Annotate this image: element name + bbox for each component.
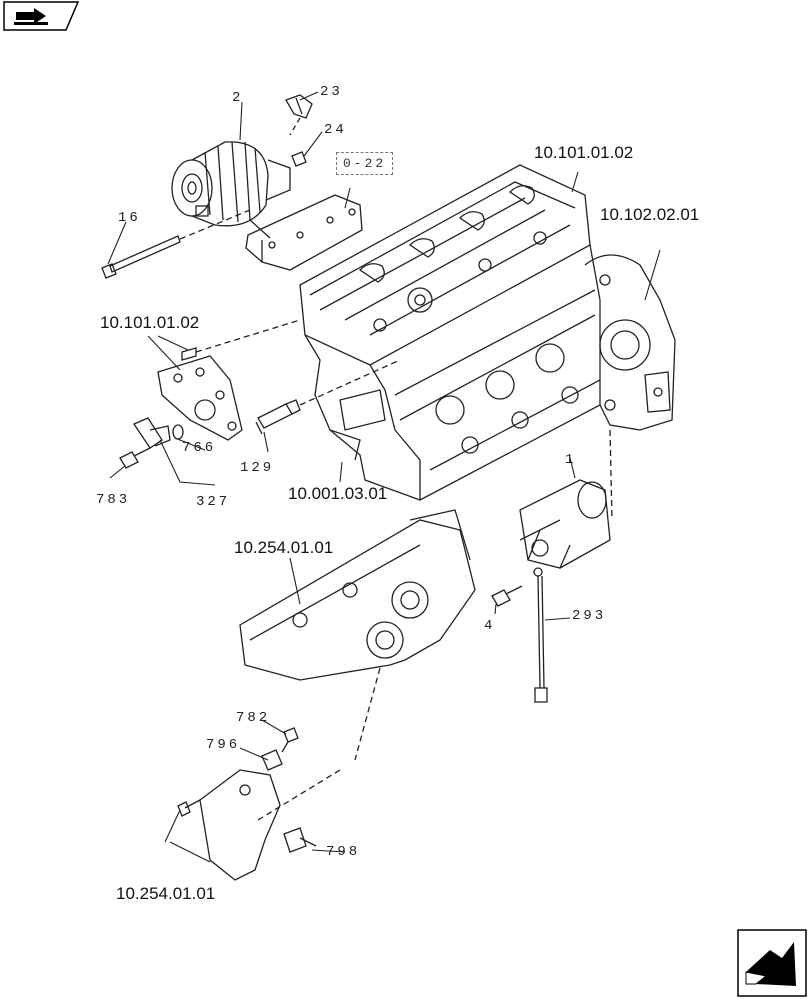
engine-block-drawing	[299, 164, 676, 501]
part-23: 23	[320, 84, 343, 100]
label-sub-left[interactable]: 10.101.01.02	[100, 313, 200, 332]
label-sub-bottom[interactable]: 10.254.01.01	[116, 884, 216, 903]
starter-motor-drawing	[519, 429, 613, 569]
book-arrow-icon[interactable]	[3, 1, 80, 31]
part-796: 796	[206, 737, 241, 753]
part-24: 24	[324, 122, 347, 138]
starter-bolt-cable-drawing	[491, 567, 548, 703]
sensor-129-drawing	[255, 359, 401, 435]
part-327: 327	[196, 494, 231, 510]
label-sub-right[interactable]: 10.102.02.01	[600, 205, 700, 224]
part-16: 16	[118, 210, 141, 226]
label-sub-block[interactable]: 10.001.03.01	[288, 484, 388, 503]
part-4: 4	[484, 618, 496, 634]
part-129: 129	[240, 460, 275, 476]
manifold-drawing	[239, 509, 476, 761]
part-293: 293	[572, 608, 607, 624]
part-798: 798	[326, 844, 361, 860]
part-783: 783	[96, 492, 131, 508]
label-sub-upper[interactable]: 10.101.01.02	[534, 143, 634, 162]
cam-sensor-drawing	[119, 417, 184, 469]
part-782: 782	[236, 710, 271, 726]
leader-lines	[107, 91, 661, 863]
bolt-16-drawing	[101, 209, 251, 279]
thermostat-housing-drawing	[177, 769, 341, 881]
ref-box: 0-22	[336, 152, 394, 175]
alternator-bracket-drawing	[245, 194, 363, 271]
part-766: 766	[182, 440, 217, 456]
timing-cover-drawing	[157, 319, 301, 441]
label-sub-manifold[interactable]: 10.254.01.01	[234, 538, 334, 557]
next-page-arrow-icon[interactable]	[737, 929, 807, 997]
temp-sensors-drawing	[261, 727, 317, 853]
part-2: 2	[232, 90, 244, 106]
part-1: 1	[565, 452, 577, 468]
clip-and-nut-drawing	[285, 94, 313, 167]
